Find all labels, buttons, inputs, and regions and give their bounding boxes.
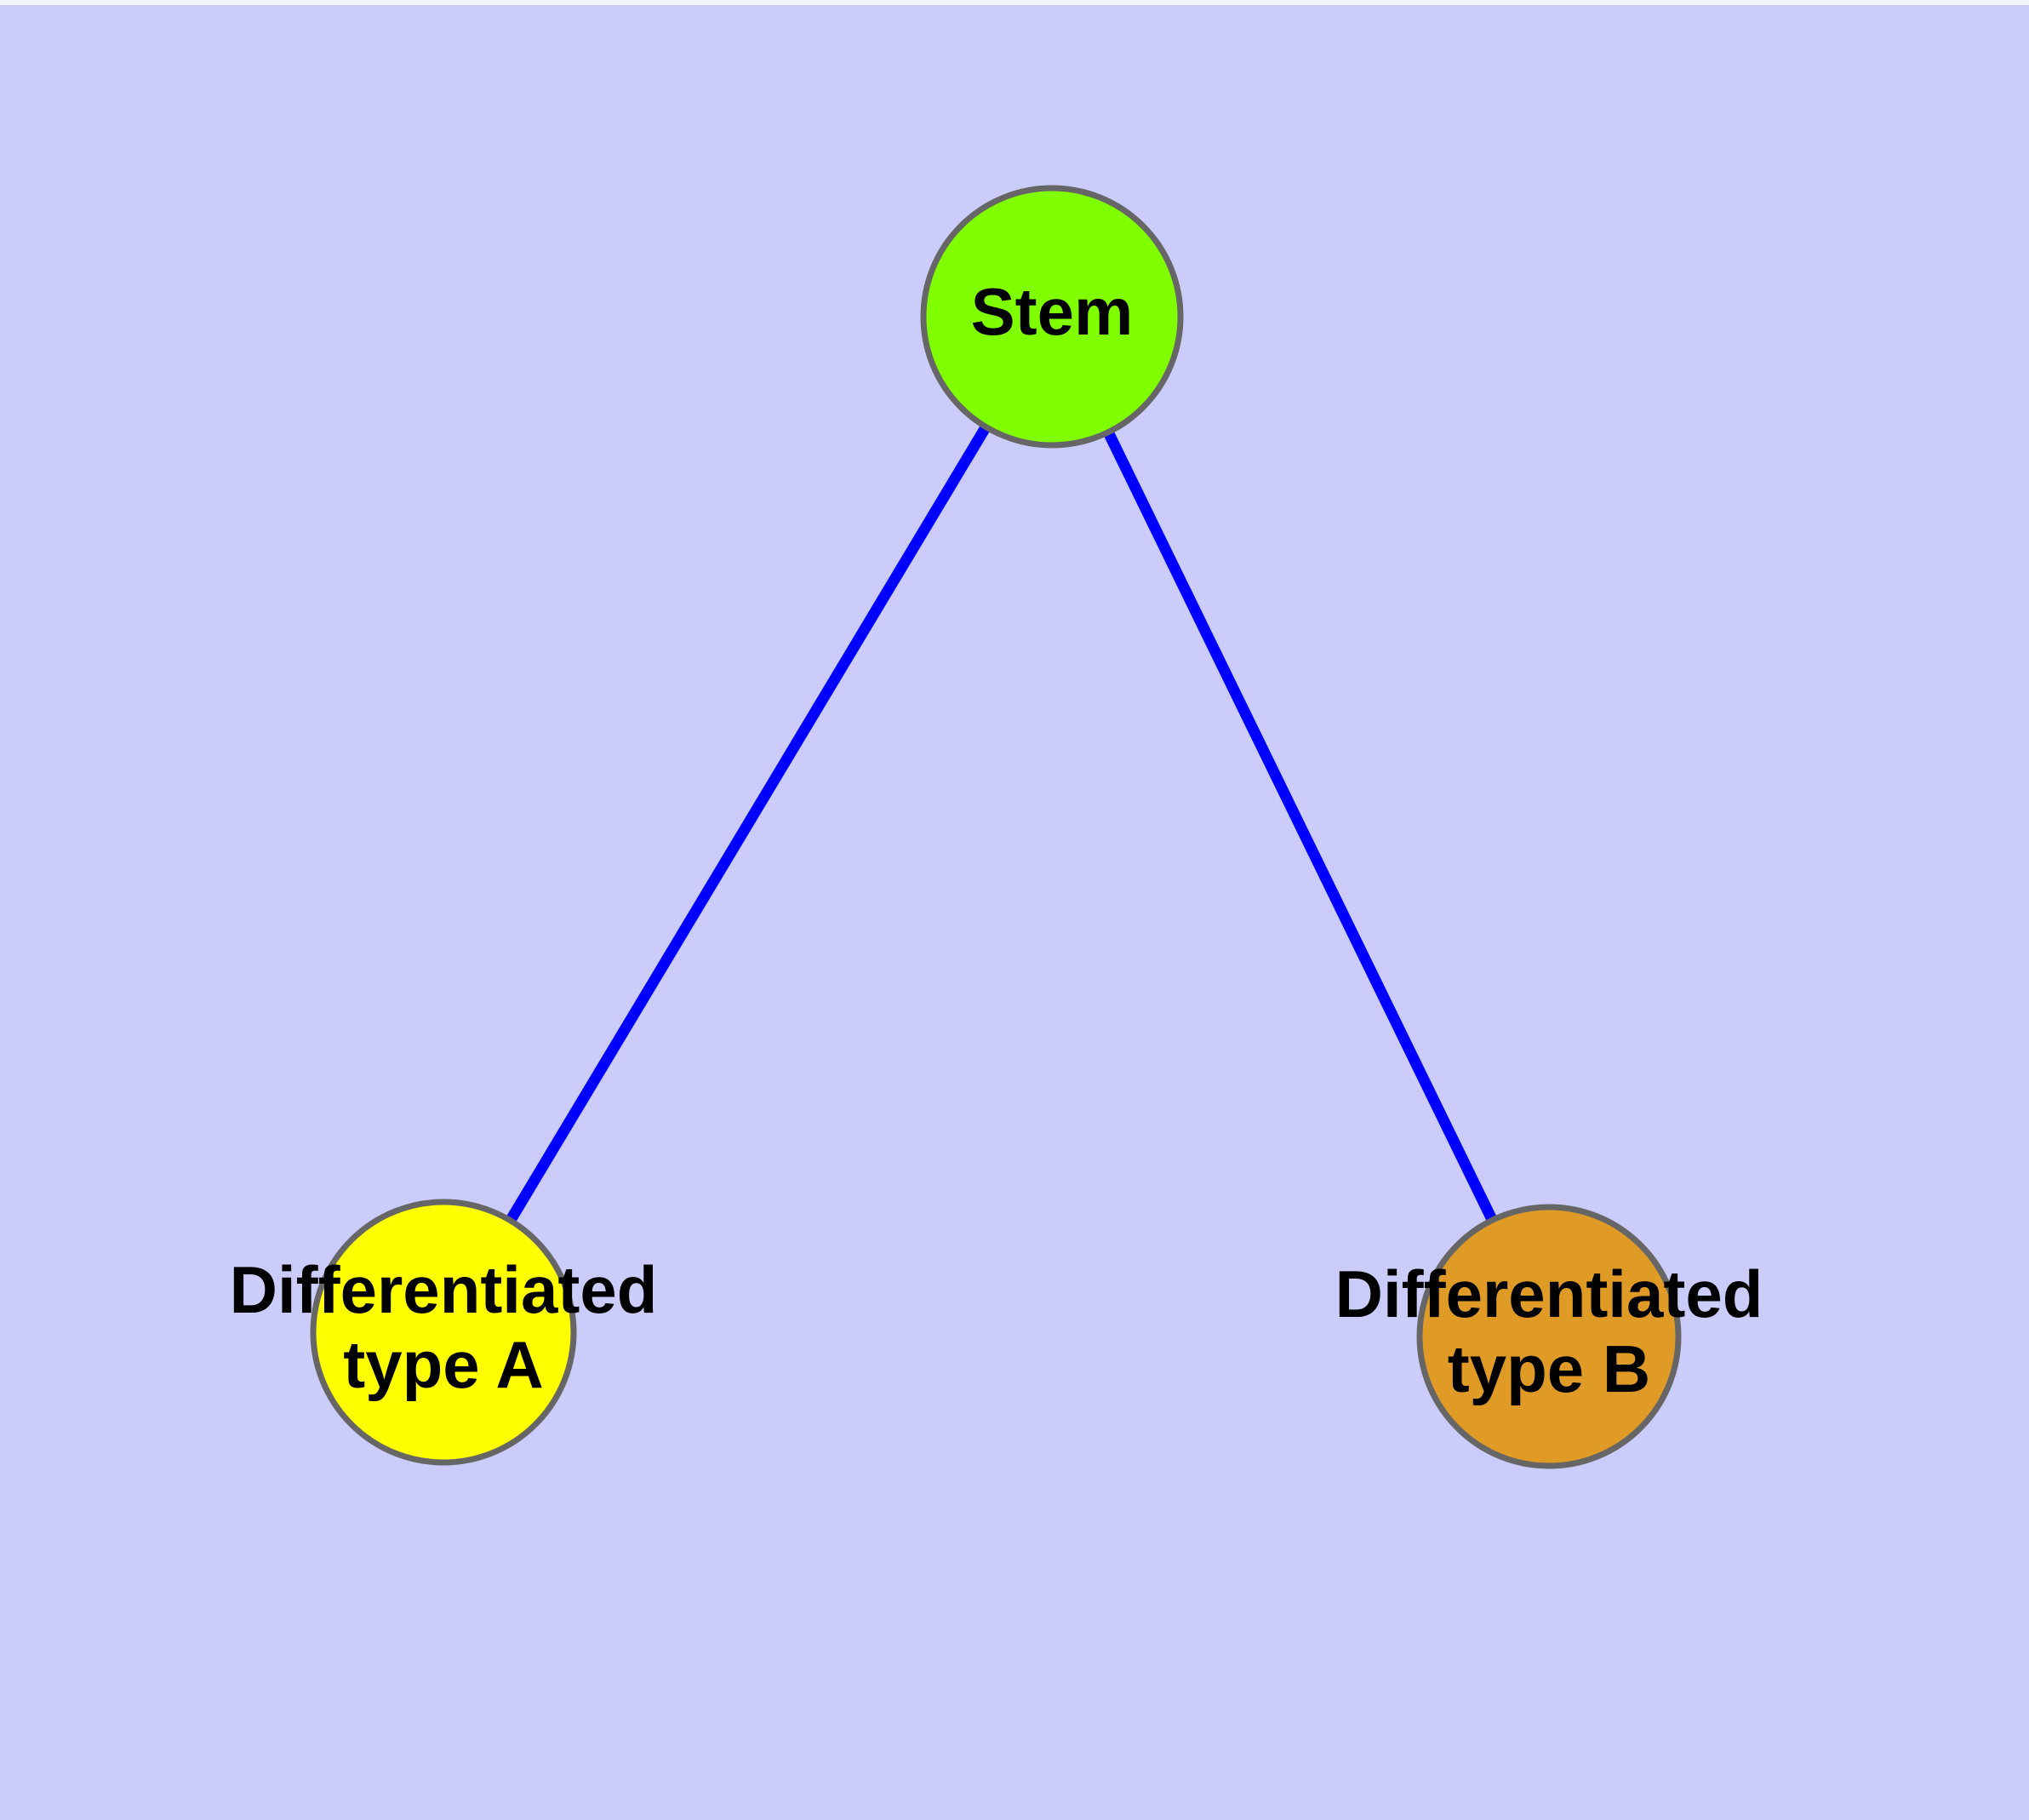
node-circle-stem[interactable]	[920, 185, 1184, 449]
edges-layer	[506, 424, 1498, 1224]
node-label-stem: Stem	[971, 274, 1134, 349]
node-stem[interactable]: Stem	[920, 185, 1184, 449]
edge-stem-diff-b[interactable]	[1103, 429, 1498, 1223]
node-circle-diff_b[interactable]	[1416, 1204, 1682, 1469]
edge-stem-diff-a[interactable]	[506, 424, 991, 1224]
top-margin-strip	[0, 0, 2029, 5]
node-label-line: Differentiated	[230, 1252, 658, 1327]
node-label-line: type B	[1448, 1331, 1650, 1406]
node-label-line: Differentiated	[1335, 1256, 1763, 1331]
node-label-line: Stem	[971, 274, 1134, 349]
node-circle-diff_a[interactable]	[310, 1199, 577, 1466]
node-label-line: type A	[343, 1327, 544, 1402]
